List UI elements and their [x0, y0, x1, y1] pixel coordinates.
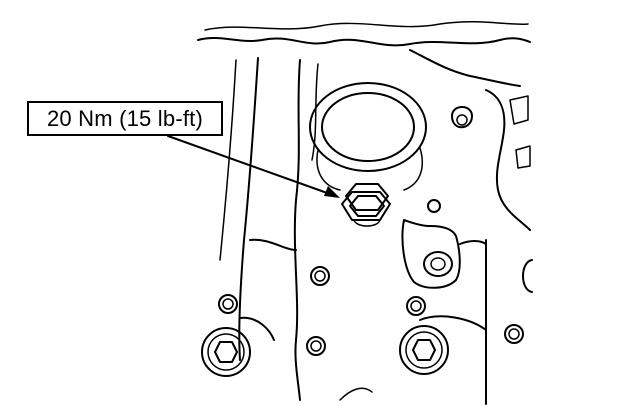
tube-boss	[401, 199, 461, 289]
torque-callout: 20 Nm (15 lb-ft)	[27, 101, 223, 136]
hex-bolt-icon	[341, 183, 391, 227]
coolant-port	[309, 82, 427, 191]
bolt-hole-icon	[218, 266, 524, 356]
torque-label: 20 Nm (15 lb-ft)	[46, 105, 204, 131]
flange-bolt-icon	[201, 325, 449, 377]
callout-leader-arrow	[167, 135, 340, 198]
engine-block-outline	[197, 20, 533, 405]
